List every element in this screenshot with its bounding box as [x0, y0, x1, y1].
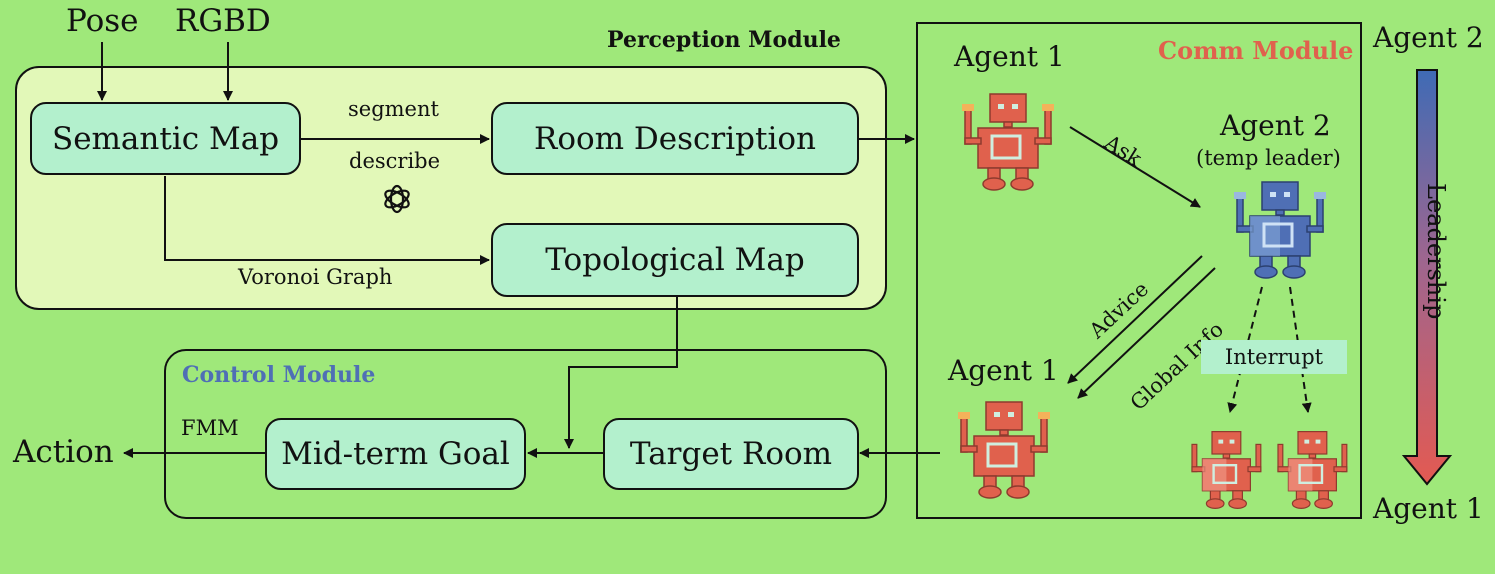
agent1-top-label: Agent 1 [954, 40, 1065, 73]
agent1-top-robot-icon [962, 93, 1054, 191]
agent2-role-label: (temp leader) [1196, 146, 1341, 170]
topo-to-control-arrow [564, 297, 678, 449]
global-info-arrow [1077, 267, 1216, 399]
leadership-label: Leadership [1422, 183, 1450, 320]
leadership-arrow [1401, 69, 1453, 486]
rgbd-label: RGBD [175, 3, 271, 39]
comm-module [916, 22, 1362, 519]
interrupt-label: Interrupt [1201, 340, 1347, 374]
agent1-bottom-label: Agent 1 [948, 354, 1059, 387]
voronoi-arrow [164, 176, 490, 265]
interrupted-agent-left-robot-icon [1191, 431, 1262, 509]
action-label: Action [13, 434, 114, 470]
openai-logo-icon [384, 184, 410, 214]
semantic-map-box: Semantic Map [30, 102, 301, 175]
agent2-robot-icon [1234, 181, 1326, 279]
comm-module-title: Comm Module [1158, 36, 1354, 65]
agent1-bottom-robot-icon [958, 401, 1050, 499]
interrupted-agent-right-robot-icon [1277, 431, 1348, 509]
voronoi-graph-label: Voronoi Graph [238, 265, 393, 289]
pose-label: Pose [66, 3, 139, 39]
advice-arrow [1067, 255, 1203, 384]
segment-label: segment [348, 97, 439, 121]
leadership-bottom-label: Agent 1 [1373, 492, 1484, 525]
control-module [164, 349, 887, 519]
topological-map-box: Topological Map [491, 223, 859, 297]
ask-arrow [1069, 126, 1201, 208]
agent2-label: Agent 2 [1220, 109, 1331, 142]
target-room-box: Target Room [603, 418, 859, 490]
perception-module-title: Perception Module [607, 27, 841, 53]
control-module-title: Control Module [182, 362, 376, 388]
fmm-label: FMM [181, 416, 239, 440]
describe-label: describe [349, 149, 441, 173]
room-description-box: Room Description [491, 102, 859, 175]
mid-term-goal-box: Mid-term Goal [265, 418, 526, 490]
leadership-top-label: Agent 2 [1373, 21, 1484, 54]
